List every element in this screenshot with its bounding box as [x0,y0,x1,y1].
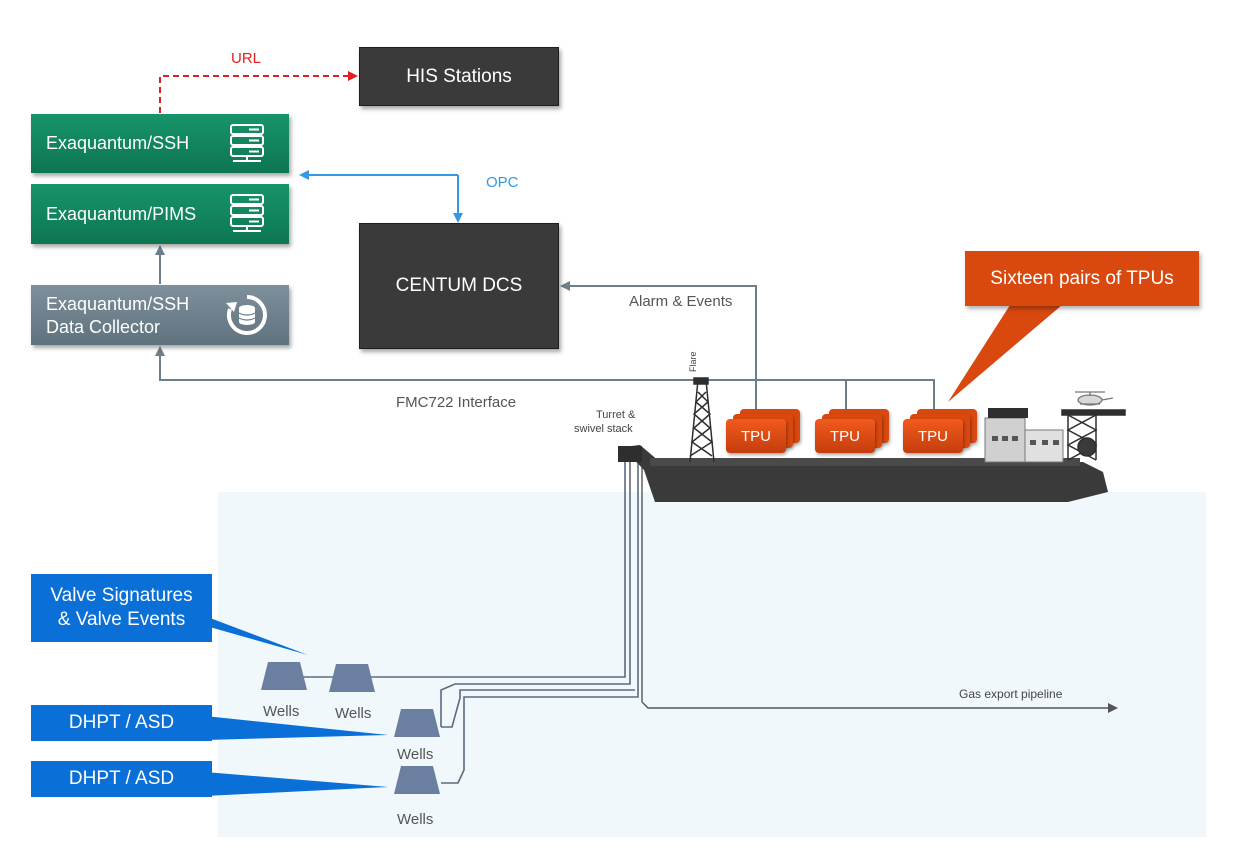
tpu-unit[interactable]: TPU [903,419,963,453]
exaquantum-ssh-box[interactable]: Exaquantum/SSH [31,114,289,173]
tpu-pairs-callout: Sixteen pairs of TPUs [965,251,1199,306]
data-collector-label-line2: Data Collector [46,317,161,337]
tpu-label: TPU [741,427,771,445]
dhpt2-callout-pointer [205,772,388,796]
tpu-callout-pointer [948,305,1062,402]
wellhead-icon [394,766,440,794]
vessel-hull [622,445,1108,502]
fmc722-interface-label: FMC722 Interface [396,394,517,411]
wells-label: Wells [397,746,434,763]
wellhead-icon [329,664,375,692]
tpu-pairs-callout-text: Sixteen pairs of TPUs [990,267,1174,289]
url-connector [159,71,358,113]
turret-block [618,446,642,462]
valve-callout-line2: & Valve Events [57,609,186,630]
tpu-unit[interactable]: TPU [726,419,786,453]
tpu-label: TPU [830,427,860,445]
opc-label: OPC [486,174,519,191]
flowlines [302,456,639,784]
exaquantum-pims-label: Exaquantum/PIMS [46,204,197,224]
data-collector-box[interactable]: Exaquantum/SSH Data Collector [31,285,289,345]
alarm-connector [560,281,757,415]
centum-dcs-box[interactable]: CENTUM DCS [359,223,559,349]
vessel-deck [650,458,1080,466]
centum-dcs-label: CENTUM DCS [395,275,523,296]
exaquantum-ssh-label: Exaquantum/SSH [46,133,190,153]
fmc-connector [155,346,935,416]
sync-database-icon [226,295,267,335]
data-collector-label-line1: Exaquantum/SSH [46,294,190,314]
turret-label-line1: Turret & [596,409,636,421]
export-pipeline [641,460,1118,713]
helicopter-icon [1075,391,1114,406]
gas-export-pipeline-label: Gas export pipeline [959,687,1063,701]
dhpt1-callout-pointer [205,716,388,740]
wellhead-icon [261,662,307,690]
url-label: URL [231,50,262,67]
wellhead-icon [394,709,440,737]
valve-signatures-callout: Valve Signatures & Valve Events [31,574,212,642]
tpu-unit[interactable]: TPU [815,419,875,453]
turret-label-line2: swivel stack [574,423,633,435]
wells-label: Wells [397,811,434,828]
exaquantum-pims-box[interactable]: Exaquantum/PIMS [31,184,289,244]
server-icon [230,194,264,232]
server-icon [230,124,264,162]
valve-callout-line1: Valve Signatures [50,585,193,606]
tpu-label: TPU [918,427,948,445]
dhpt-asd-callout: DHPT / ASD [31,761,212,797]
helideck-tower [1061,409,1126,461]
flare-label: Flare [688,351,698,372]
dhpt-asd-callout-text: DHPT / ASD [68,768,175,789]
his-stations-label: HIS Stations [406,65,512,87]
dhpt-asd-callout: DHPT / ASD [31,705,212,741]
dhpt-asd-callout-text: DHPT / ASD [68,712,175,733]
his-stations-box[interactable]: HIS Stations [359,47,559,106]
wells-label: Wells [335,705,372,722]
wells-label: Wells [263,703,300,720]
alarm-events-label: Alarm & Events [629,293,733,310]
flare-tower [689,377,715,463]
accommodation-block [984,408,1064,463]
sea-area [218,492,1206,837]
